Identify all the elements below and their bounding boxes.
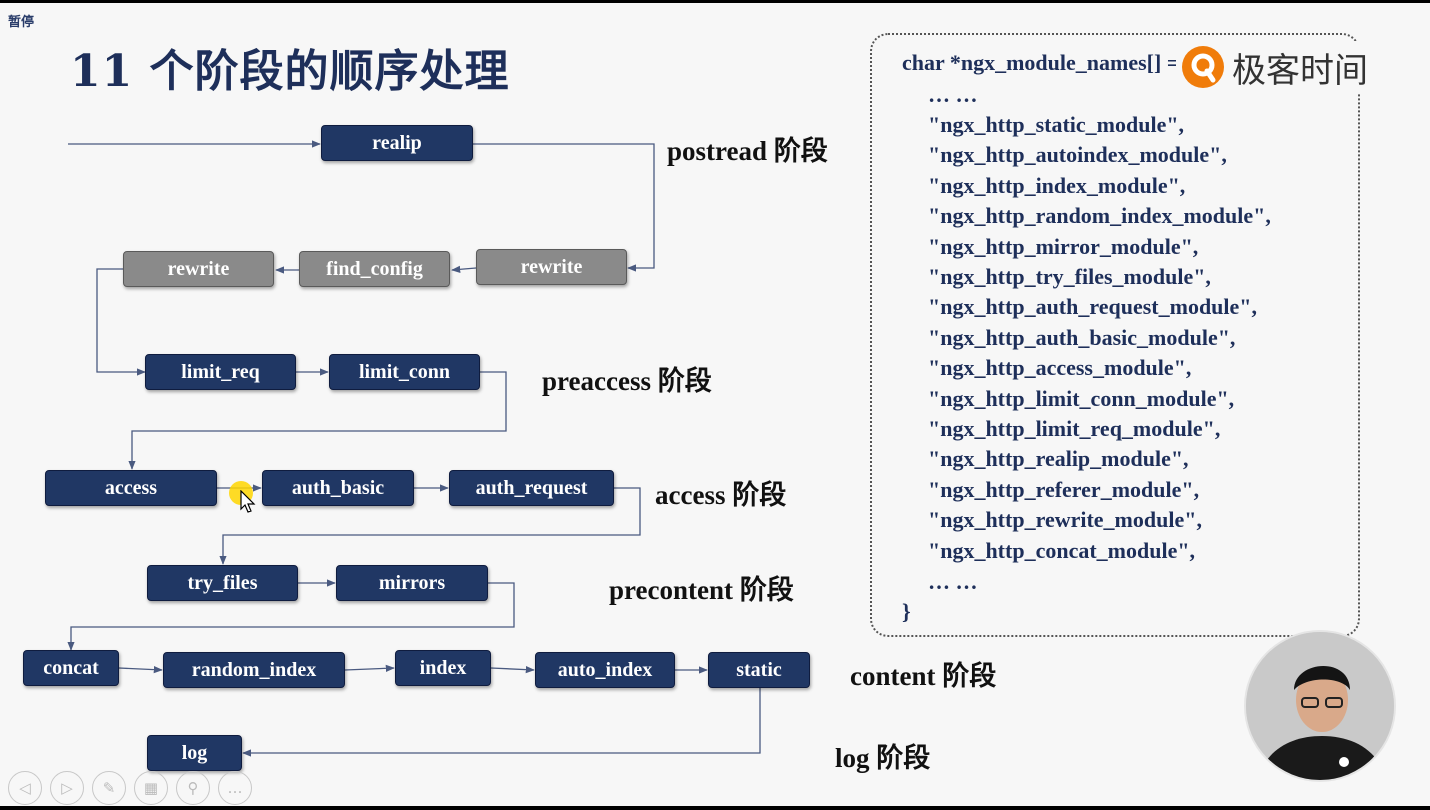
code-header: char *ngx_module_names[] = { — [902, 50, 1194, 75]
phase-postread: postread 阶段 — [667, 136, 828, 166]
node-auto-index: auto_index — [535, 652, 675, 688]
pen-icon[interactable]: ✎ — [92, 771, 126, 805]
node-concat: concat — [23, 650, 119, 686]
geekbang-logo: 极客时间 — [1176, 41, 1368, 93]
code-module-line: "ngx_http_limit_conn_module", — [928, 385, 1235, 411]
edge-rewrite-limitreq — [96, 268, 146, 376]
prev-icon[interactable]: ◁ — [8, 771, 42, 805]
edge-limitconn-access — [128, 371, 507, 470]
phase-precontent: precontent 阶段 — [609, 575, 794, 605]
node-rewrite-gray-left: rewrite — [123, 251, 274, 287]
node-index: index — [395, 650, 491, 686]
edge-concat-randomindex — [118, 665, 163, 674]
module-order-code-panel — [870, 33, 1360, 637]
code-close-brace: } — [902, 599, 911, 624]
code-module-line: "ngx_http_limit_req_module", — [928, 416, 1221, 441]
node-random-index: random_index — [163, 652, 345, 688]
phase-preaccess: preaccess 阶段 — [542, 366, 712, 396]
slide-title: 11 个阶段的顺序处理 — [70, 46, 510, 97]
code-module-line: "ngx_http_autoindex_module", — [928, 142, 1227, 168]
node-auth-request: auth_request — [449, 470, 614, 506]
node-try-files: try_files — [147, 565, 298, 601]
edge-randomindex-index — [344, 664, 395, 672]
edge-authrequest-tryfiles — [219, 487, 641, 565]
code-module-line: "ngx_http_static_module", — [928, 112, 1185, 137]
cursor-arrow-icon — [240, 490, 256, 513]
node-mirrors: mirrors — [336, 565, 488, 601]
edge-static-log — [242, 688, 761, 757]
edge-index-autoindex — [490, 665, 535, 674]
flow-connectors — [67, 140, 761, 757]
node-limit-conn: limit_conn — [329, 354, 480, 390]
node-auth-basic: auth_basic — [262, 470, 414, 506]
node-find-config: find_config — [299, 251, 450, 287]
code-module-line: "ngx_http_referer_module", — [928, 476, 1200, 502]
code-module-line: "ngx_http_index_module", — [928, 172, 1186, 198]
next-icon[interactable]: ▷ — [50, 771, 84, 805]
node-access: access — [45, 470, 217, 506]
code-module-line: "ngx_http_mirror_module", — [928, 233, 1199, 259]
code-module-line: "ngx_http_concat_module", — [928, 537, 1196, 563]
code-ellipsis-end: … … — [928, 569, 978, 594]
geekbang-logo-icon — [1182, 46, 1224, 88]
zoom-icon[interactable]: ⚲ — [176, 771, 210, 805]
grid-icon[interactable]: ▦ — [134, 771, 168, 805]
node-static: static — [708, 652, 810, 688]
phase-log: log 阶段 — [835, 743, 931, 773]
code-module-line: "ngx_http_auth_basic_module", — [928, 324, 1236, 350]
playback-controls: ◁ ▷ ✎ ▦ ⚲ … — [8, 771, 252, 805]
phase-content: content 阶段 — [850, 661, 997, 691]
code-module-line: "ngx_http_random_index_module", — [928, 203, 1271, 229]
slide: 暂停 11 个阶段的顺序处理 reali — [0, 3, 1430, 806]
node-limit-req: limit_req — [145, 354, 296, 390]
code-ellipsis: … … — [928, 82, 978, 107]
edge-realip-rewrite — [473, 143, 655, 272]
edge-rewrite-findconfig — [451, 265, 477, 273]
phase-access: access 阶段 — [655, 480, 787, 510]
code-module-line: "ngx_http_realip_module", — [928, 446, 1189, 472]
code-module-line: "ngx_http_rewrite_module", — [928, 507, 1202, 533]
brand-name: 极客时间 — [1232, 50, 1368, 91]
pause-label[interactable]: 暂停 — [8, 15, 35, 30]
edge-mirrors-concat — [67, 582, 515, 651]
node-log: log — [147, 735, 242, 771]
more-icon[interactable]: … — [218, 771, 252, 805]
code-module-line: "ngx_http_auth_request_module", — [928, 294, 1258, 320]
code-module-line: "ngx_http_try_files_module", — [928, 264, 1211, 289]
code-module-line: "ngx_http_access_module", — [928, 355, 1192, 381]
node-rewrite-gray-right: rewrite — [476, 249, 627, 285]
presenter-avatar-icon — [1246, 632, 1394, 780]
presenter-webcam — [1244, 630, 1396, 782]
node-realip: realip — [321, 125, 473, 161]
